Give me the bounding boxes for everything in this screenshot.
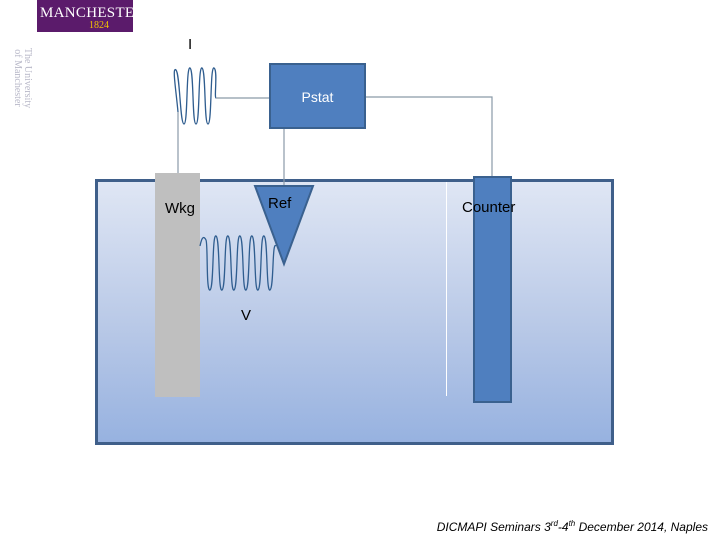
footer-caption: DICMAPI Seminars 3rd-4th December 2014, … <box>437 519 708 534</box>
current-label: I <box>188 36 193 53</box>
wire-to-counter <box>366 96 493 176</box>
voltage-label: V <box>241 307 252 324</box>
voltage-coil <box>199 235 277 291</box>
reference-label: Ref <box>268 195 292 212</box>
footer-sup-th: th <box>568 519 576 528</box>
working-label: Wkg <box>165 200 195 217</box>
university-logo: MANCHESTER 1824 <box>37 0 144 32</box>
working-electrode <box>155 173 200 397</box>
counter-electrode <box>473 176 512 403</box>
current-coil <box>173 67 217 125</box>
footer-sup-rd: rd <box>550 519 558 528</box>
footer-suffix: December 2014, Naples <box>575 520 708 534</box>
cell-divider-line <box>446 182 447 396</box>
potentiostat-label: Pstat <box>301 89 334 105</box>
logo-name: MANCHESTER <box>40 5 145 21</box>
potentiostat-box: Pstat <box>269 63 366 129</box>
reference-electrode <box>253 185 315 267</box>
footer-middle: -4 <box>557 520 569 534</box>
footer-prefix: DICMAPI Seminars 3 <box>436 520 551 534</box>
counter-label: Counter <box>462 199 516 216</box>
logo-year: 1824 <box>89 20 109 31</box>
